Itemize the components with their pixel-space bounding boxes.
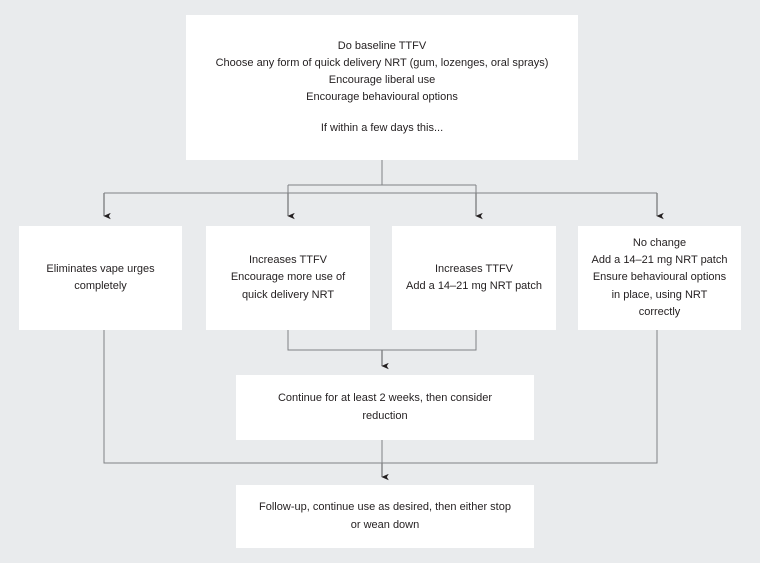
node-baseline-line-3: Encourage liberal use [328, 73, 436, 86]
node-no-change-line-1: No change [632, 237, 687, 250]
edge-merge-middle [287, 330, 477, 351]
node-baseline-line-4: Encourage behavioural options [306, 91, 458, 104]
node-increases-ttfv-more-nrt: Increases TTFV Encourage more use of qui… [206, 226, 370, 330]
node-followup-line-2: or wean down [350, 518, 420, 531]
node-eliminates-line-2: completely [74, 280, 127, 292]
node-no-change-line-4: in place, using NRT [611, 288, 708, 301]
node-increase-more-nrt-line-3: quick delivery NRT [241, 288, 335, 301]
node-continue-line-1: Continue for at least 2 weeks, then cons… [277, 392, 492, 405]
node-increases-ttfv-patch: Increases TTFV Add a 14–21 mg NRT patch [392, 226, 556, 330]
node-no-change: No change Add a 14–21 mg NRT patch Ensur… [578, 226, 741, 330]
node-baseline-line-5: If within a few days this... [320, 122, 444, 135]
node-increase-more-nrt-line-2: Encourage more use of [230, 271, 346, 284]
node-no-change-line-3: Ensure behavioural options [592, 271, 727, 284]
node-no-change-line-2: Add a 14–21 mg NRT patch [591, 254, 728, 267]
node-baseline-line-2: Choose any form of quick delivery NRT (g… [215, 56, 549, 69]
node-eliminates-line-1: Eliminates vape urges [46, 262, 155, 275]
node-followup-line-1: Follow-up, continue use as desired, then… [259, 501, 511, 514]
node-increase-more-nrt-line-1: Increases TTFV [248, 254, 328, 267]
node-continue-line-2: reduction [362, 409, 408, 422]
node-increase-patch-line-1: Increases TTFV [434, 262, 514, 275]
node-baseline: Do baseline TTFV Choose any form of quic… [186, 15, 578, 160]
node-baseline-line-1: Do baseline TTFV [337, 39, 427, 52]
node-continue-two-weeks: Continue for at least 2 weeks, then cons… [236, 375, 534, 440]
node-follow-up: Follow-up, continue use as desired, then… [236, 485, 534, 548]
node-eliminates-vape-urges: Eliminates vape urges completely [19, 226, 182, 330]
node-increase-patch-line-2: Add a 14–21 mg NRT patch [406, 280, 542, 292]
node-no-change-line-5: correctly [638, 305, 681, 318]
